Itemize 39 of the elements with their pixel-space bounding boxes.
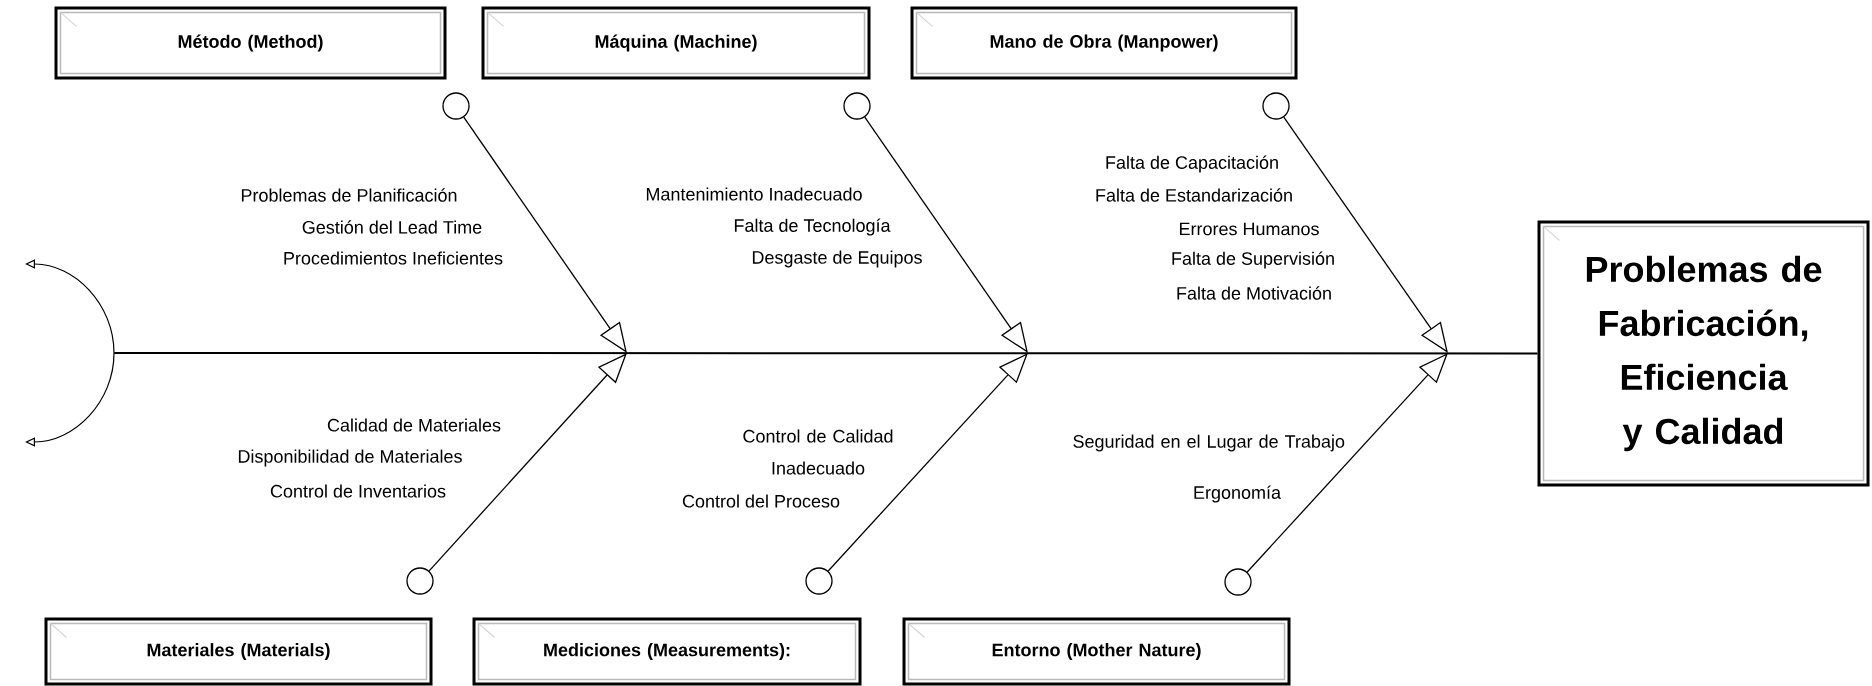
cause-label: Mantenimiento Inadecuado [646,187,862,201]
arrow [463,116,627,353]
cause-label: Falta de Estandarización [1096,188,1292,202]
cause-label: Desgaste de Equipos [752,250,922,268]
cause-label: Procedimientos Ineficientes [284,251,503,265]
cause-label: Control de Calidad Inadecuado [743,429,893,475]
cause-label: Falta de Tecnología [734,218,891,236]
cause-label: Problemas de Planificación [241,188,457,202]
cause-label: Errores Humanos [1179,222,1319,236]
arrow [428,353,627,572]
arrow [1246,353,1448,573]
category-box: Materiales (Materials) [44,617,433,686]
fish-tail-drawing [25,259,115,447]
arrow [1283,116,1448,353]
cause-label: Control del Proceso [682,494,840,508]
circle [406,567,434,595]
cause-label: Falta de Supervisión [1172,251,1334,269]
circle [1262,92,1290,120]
arrow [864,116,1028,353]
category-box: Mano de Obra (Manpower) [910,6,1298,80]
cause-label: Disponibilidad de Materiales [238,449,462,467]
circle [1224,568,1252,596]
circle [843,92,871,120]
category-box: Entorno (Mother Nature) [902,617,1291,686]
effect-box: Problemas de Fabricación, Eficiencia y Calidad [1537,220,1870,487]
cause-label: Seguridad en el Lugar de Trabajo [1073,434,1345,452]
circle [805,567,833,595]
circle [442,92,470,120]
cause-label: Gestión del Lead Time [302,220,482,234]
cause-label: Falta de Motivación [1177,286,1331,300]
cause-label: Ergonomía [1194,485,1281,503]
category-box: Mediciones (Measurements): [472,617,862,686]
category-box: Máquina (Machine) [481,6,871,80]
cause-label: Falta de Capacitación [1106,155,1278,173]
cause-label: Calidad de Materiales [327,418,501,432]
category-box: Método (Method) [54,6,447,80]
cause-label: Control de Inventarios [270,484,446,498]
spine-line [113,352,1539,355]
arrow [827,353,1028,572]
